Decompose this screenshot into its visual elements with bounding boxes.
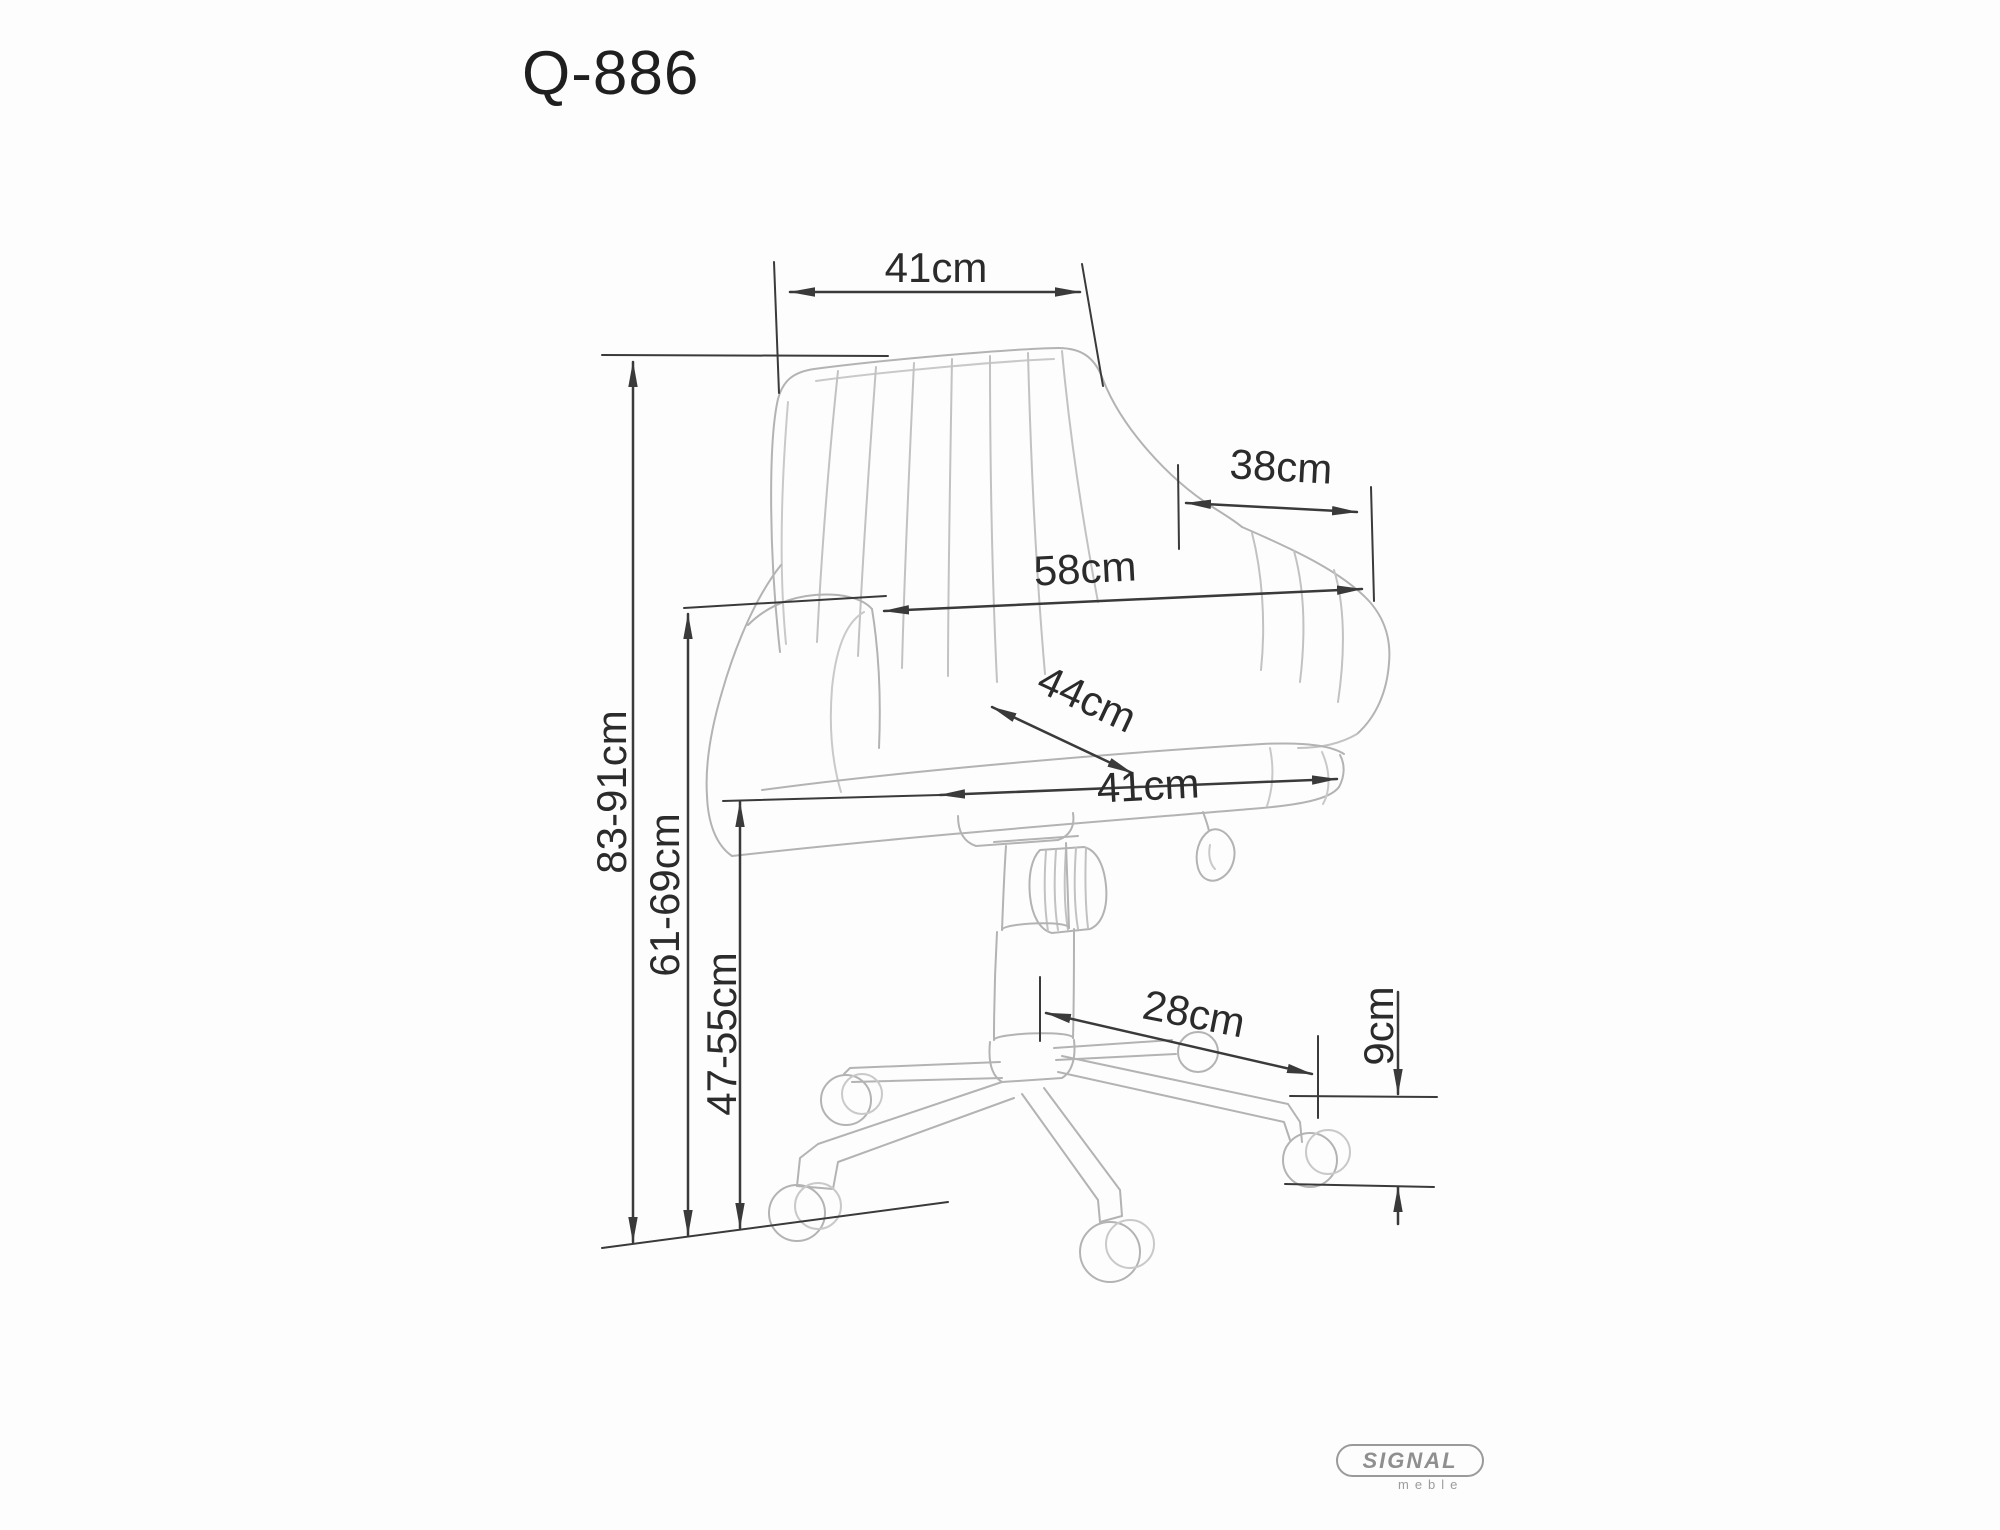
dim-label-backrest-side: 38cm (1228, 440, 1334, 493)
signal-logo: SIGNAL (1336, 1444, 1484, 1477)
signal-logo-text: SIGNAL (1362, 1447, 1458, 1473)
caster-wheels (768, 1031, 1351, 1283)
dim-label-caster-height: 9cm (1355, 986, 1402, 1066)
dim-label-top-width: 41cm (884, 244, 988, 291)
signal-logo-subtitle: meble (1398, 1477, 1464, 1492)
dimension-lines (601, 261, 1438, 1249)
dim-label-overall-height: 83-91cm (588, 710, 635, 874)
chair-line-art (705, 347, 1391, 1283)
dim-label-seat-width: 41cm (1095, 759, 1201, 812)
dim-label-armrest-height: 61-69cm (641, 813, 688, 977)
dim-label-overall-width: 58cm (1032, 542, 1138, 595)
model-title: Q-886 (522, 39, 700, 108)
dim-label-seat-height: 47-55cm (698, 952, 745, 1116)
